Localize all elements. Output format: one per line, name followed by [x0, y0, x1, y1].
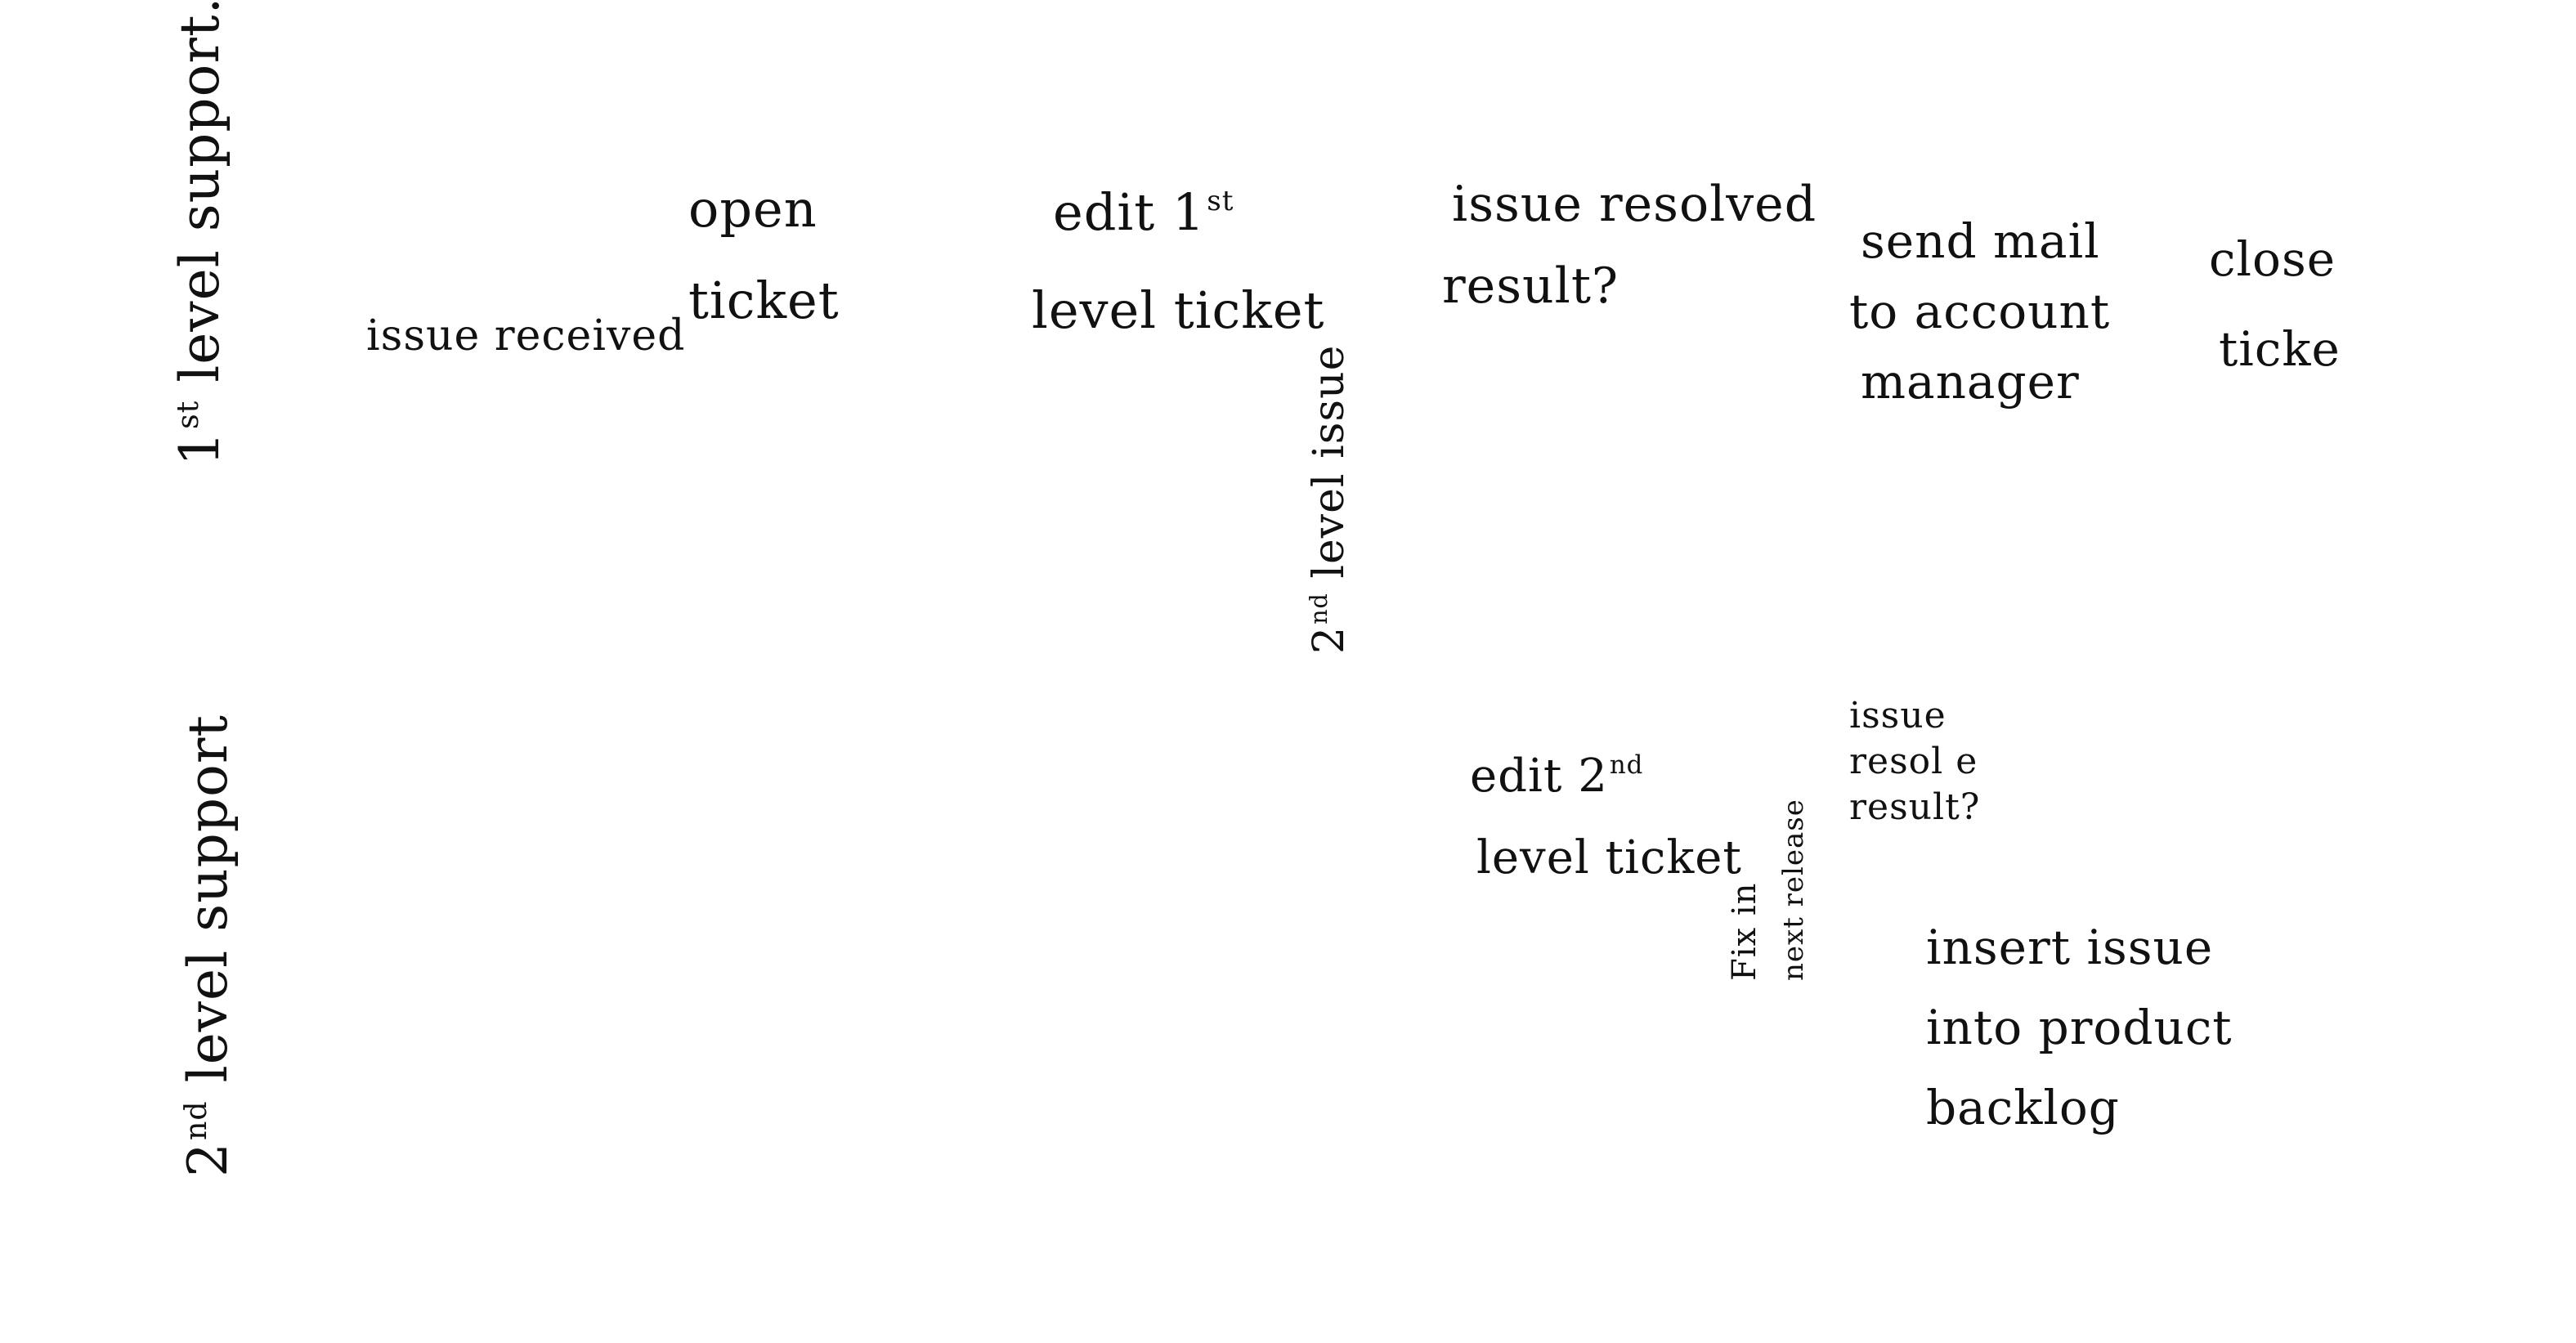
node-edit-2nd-level-ticket: edit 2nd level ticket [1470, 750, 1742, 884]
node-open-ticket: open ticket [688, 179, 840, 330]
node-edit-1st-level-ticket: edit 1st level ticket [1032, 182, 1325, 340]
node-insert-issue-into-product-backlog: insert issue into product backlog [1926, 920, 2233, 1135]
lane-label-2nd-level-support: 2nd level support [177, 714, 240, 1177]
node-issue-resolved-result-1: issue resolved result? [1442, 176, 1817, 315]
node-send-mail-to-account-manager: send mail to account manager [1849, 213, 2111, 410]
node-close-ticket: close ticke [2209, 231, 2341, 377]
edge-label-fix-in-next-release: Fix in next release [1726, 799, 1810, 981]
lane-label-1st-level-support: 1st level support. [168, 0, 231, 466]
edge-label-2nd-level-issue: 2nd level issue [1304, 344, 1354, 654]
node-issue-resolved-result-2: issue resol e result? [1849, 695, 1981, 828]
node-issue-received: issue received [366, 311, 686, 360]
